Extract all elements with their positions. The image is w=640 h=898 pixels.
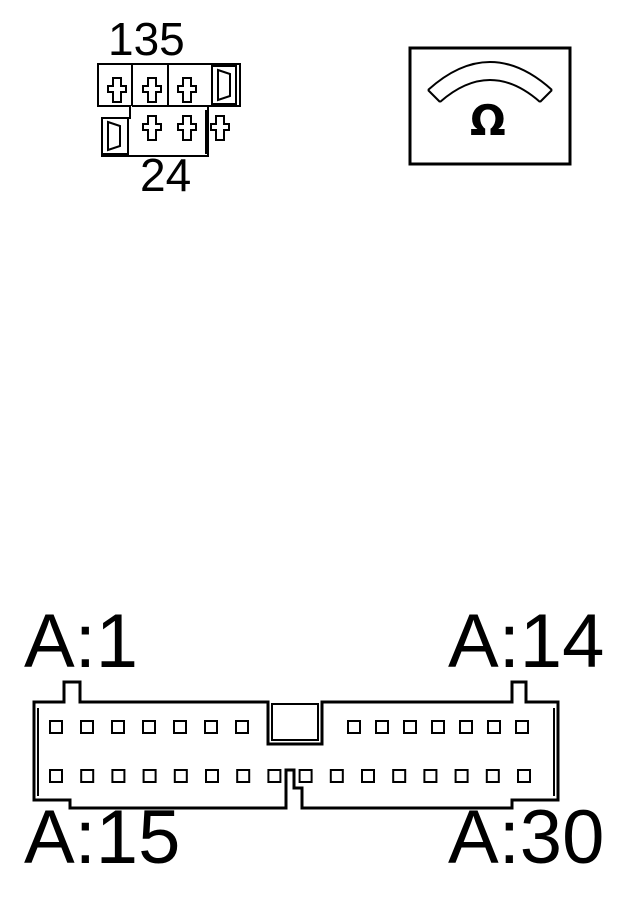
pin-a15 (49, 769, 63, 783)
pin-a6 (204, 720, 218, 734)
pin-a9 (375, 720, 389, 734)
pin-2 (142, 115, 162, 141)
ohmmeter-icon (408, 46, 572, 166)
pin-a25 (361, 769, 375, 783)
pin-a18 (142, 769, 157, 783)
pin-a22 (267, 769, 282, 783)
pin-a24 (329, 769, 344, 783)
label-a1: A:1 (24, 599, 139, 684)
pin-a28 (454, 769, 469, 783)
pin-a26 (392, 769, 407, 783)
pin-1 (107, 77, 127, 103)
large-connector-top-row-pins (49, 720, 529, 734)
pin-a7 (235, 720, 249, 734)
pin-a11 (431, 720, 445, 734)
pin-a20 (205, 769, 219, 783)
pin-4 (177, 115, 197, 141)
pin-a10 (403, 720, 417, 734)
small-connector (97, 63, 241, 157)
pin-a29 (485, 769, 500, 783)
pin-a8 (347, 720, 361, 734)
pin-3 (142, 77, 162, 103)
pin-a19 (173, 769, 188, 783)
pin-a3 (111, 720, 125, 734)
label-a15: A:15 (24, 795, 181, 880)
pin-5 (177, 77, 197, 103)
large-connector-bottom-row-pins (49, 769, 531, 783)
pin-a14 (515, 720, 529, 734)
pin-a1 (49, 720, 63, 734)
label-a14: A:14 (448, 599, 605, 684)
pin-a4 (142, 720, 156, 734)
pin-a13 (487, 720, 501, 734)
label-a30: A:30 (448, 795, 605, 880)
pin-a27 (423, 769, 438, 783)
ohm-symbol: Ω (470, 96, 506, 145)
small-connector-bottom-pin-numbers: 24 (140, 149, 192, 201)
small-connector-pins (107, 77, 230, 141)
pin-a17 (111, 769, 126, 783)
pin-a12 (459, 720, 473, 734)
pin-a30 (517, 769, 531, 783)
pin-a2 (80, 720, 94, 734)
pin-6 (210, 115, 230, 141)
large-connector (32, 680, 560, 810)
pin-a5 (173, 720, 187, 734)
pin-a23 (298, 769, 313, 783)
pin-a16 (80, 769, 95, 783)
small-connector-top-pin-numbers: 135 (108, 13, 185, 65)
pin-a21 (236, 769, 251, 783)
